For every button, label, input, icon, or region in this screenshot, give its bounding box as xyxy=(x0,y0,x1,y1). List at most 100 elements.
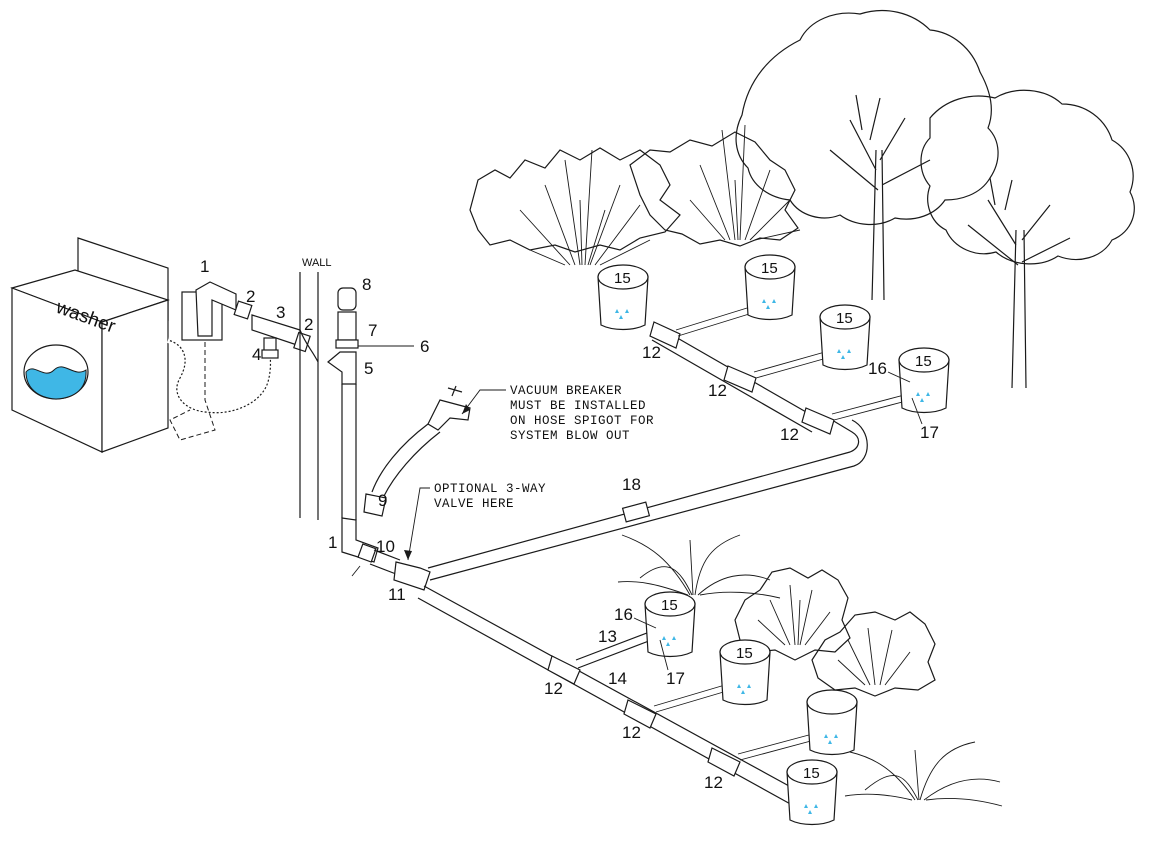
basin-tag: 15 xyxy=(761,260,778,277)
shrub-lower-middle xyxy=(734,567,851,661)
lateral-lower-3 xyxy=(737,731,823,761)
wall-label: WALL xyxy=(302,257,332,269)
callout-2-coupling: 2 xyxy=(246,287,255,306)
pipe-to-tee xyxy=(369,549,401,575)
tee-lower-3 xyxy=(707,747,741,777)
basin-body xyxy=(744,266,796,321)
leader-arrow xyxy=(462,404,470,414)
water-drops xyxy=(615,309,629,319)
grass-top-left xyxy=(519,149,651,266)
washer-water xyxy=(25,366,87,400)
note-vacuum-breaker: VACUUM BREAKER MUST BE INSTALLED ON HOSE… xyxy=(461,384,654,443)
lateral-upper-2 xyxy=(753,349,835,379)
hose-spigot-assembly xyxy=(363,385,471,517)
basin-body xyxy=(719,651,771,706)
callout-17-upper: 17 xyxy=(920,423,939,442)
tee-lower-2 xyxy=(623,699,657,729)
grass-top-middle xyxy=(689,124,801,241)
mulch-basin: 15 xyxy=(744,254,796,321)
lateral-upper-3 xyxy=(831,393,911,421)
basin-rim xyxy=(644,591,696,617)
note-line-2: VALVE HERE xyxy=(434,497,514,511)
basin-rim xyxy=(806,689,858,715)
callout-16-lower: 16 xyxy=(614,605,633,624)
callout-9: 9 xyxy=(378,491,387,510)
mulch-basin: 15 xyxy=(898,347,950,414)
water-drops xyxy=(837,349,851,359)
basin-rim xyxy=(597,264,649,290)
callout-8: 8 xyxy=(362,275,371,294)
callout-12-upper-1: 12 xyxy=(642,343,661,362)
callout-18: 18 xyxy=(622,475,641,494)
elbow-fitting-1 xyxy=(195,281,237,337)
tree-canopy-left xyxy=(735,9,999,225)
basin-tag: 15 xyxy=(836,310,853,327)
leader-arrow xyxy=(404,550,412,560)
air-admittance-valve-8 xyxy=(337,287,357,311)
check-valve-10 xyxy=(357,543,377,563)
callout-13: 13 xyxy=(598,627,617,646)
callout-12-lower-3: 12 xyxy=(704,773,723,792)
callout-6: 6 xyxy=(420,337,429,356)
note-3-way-valve: OPTIONAL 3-WAY VALVE HERE xyxy=(404,482,546,561)
standpipe-dashed xyxy=(169,310,216,441)
basin-body xyxy=(819,316,871,371)
washer-drain-hose-inner xyxy=(166,337,274,416)
callout-12-upper-2: 12 xyxy=(708,381,727,400)
water-drops xyxy=(737,684,751,694)
landscape-vegetation xyxy=(469,9,1135,807)
callout-14: 14 xyxy=(608,669,627,688)
note-line-3: ON HOSE SPIGOT FOR xyxy=(510,414,654,428)
tee-fitting-11 xyxy=(393,561,431,591)
callout-5: 5 xyxy=(364,359,373,378)
callout-16-lower-leader xyxy=(633,617,657,629)
basin-tag: 15 xyxy=(736,645,753,662)
note-line-2: MUST BE INSTALLED xyxy=(510,399,646,413)
diverter-valve-assembly xyxy=(181,281,311,359)
basin-rim xyxy=(744,254,796,280)
basin-body xyxy=(898,359,950,414)
garden-hose xyxy=(371,423,441,497)
house-wall: WALL xyxy=(299,257,332,520)
water-drops xyxy=(824,734,838,744)
callout-16-upper-leader xyxy=(887,371,911,383)
note-leader xyxy=(461,389,506,415)
mulch-basin: 15 xyxy=(597,264,649,331)
callout-1-bottom-elbow: 1 xyxy=(328,533,337,552)
basin-body xyxy=(597,276,649,331)
basin-body xyxy=(786,771,838,826)
note-line-4: SYSTEM BLOW OUT xyxy=(510,429,630,443)
basin-rim xyxy=(898,347,950,373)
water-drops xyxy=(762,299,776,309)
washer-side xyxy=(101,299,169,453)
mulch-basin: 15 xyxy=(719,639,771,706)
basin-rim xyxy=(819,304,871,330)
tee-upper-2 xyxy=(723,365,757,393)
hose-spigot xyxy=(427,399,471,431)
washer-machine: washer xyxy=(10,237,274,453)
callout-4-stem: 4 xyxy=(252,345,261,364)
tee-upper-3 xyxy=(801,407,835,435)
note-line-1: VACUUM BREAKER xyxy=(510,384,622,398)
basin-tag: 15 xyxy=(661,597,678,614)
wall-lines xyxy=(299,272,319,520)
grass-lower-right xyxy=(837,627,911,686)
mulch-basin: 15 xyxy=(786,759,838,826)
callout-12-lower-2: 12 xyxy=(622,723,641,742)
tee-upper-1 xyxy=(649,321,681,349)
tee-fittings xyxy=(547,321,835,777)
hose-adapter-9 xyxy=(363,493,387,517)
tree-canopy-right xyxy=(920,89,1135,265)
note-leader xyxy=(407,487,430,561)
mulch-basins: 15 15 15 15 15 xyxy=(597,254,950,826)
callout-2-coupling-b: 2 xyxy=(304,315,313,334)
tee-fitting-5 xyxy=(327,351,357,385)
coupling-2a xyxy=(233,300,253,320)
spigot-handle xyxy=(447,385,463,397)
basin-tag: 15 xyxy=(915,353,932,370)
callout-labels: 1 2 3 2 4 8 7 6 5 9 1 10 11 18 12 12 12 … xyxy=(200,257,939,792)
plant-lower-left xyxy=(617,534,781,599)
basin-body xyxy=(644,603,696,658)
riser-fitting-7 xyxy=(337,311,357,341)
